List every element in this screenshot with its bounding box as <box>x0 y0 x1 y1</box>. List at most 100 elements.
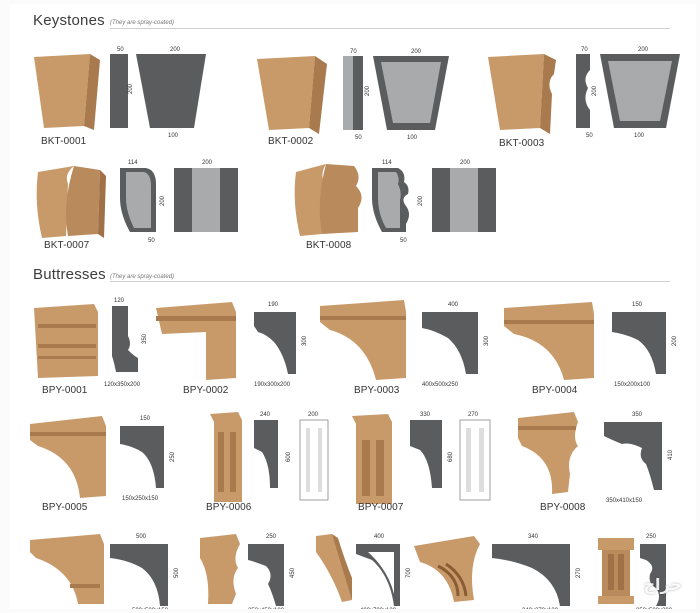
svg-text:340x270x130: 340x270x130 <box>522 608 559 609</box>
svg-text:200: 200 <box>411 49 422 55</box>
svg-text:200: 200 <box>202 160 213 166</box>
keystones-rule <box>110 28 670 29</box>
bkt-0007-drawing: 114 200 200 50 <box>120 160 238 244</box>
svg-text:270: 270 <box>576 567 582 578</box>
svg-text:350: 350 <box>632 412 643 418</box>
bpy-0002-drawing: 190 300 190x300x200 <box>254 302 308 388</box>
svg-text:340: 340 <box>528 534 539 540</box>
bpy-0001-drawing: 120 350 120x350x200 <box>104 298 148 388</box>
svg-text:150x250x150: 150x250x150 <box>122 496 159 502</box>
bpy-0007-code: BPY-0007 <box>358 502 404 513</box>
watermark: حراج <box>643 577 682 594</box>
bkt-0001-dim-c: 200 <box>128 83 134 94</box>
bkt-0001-photo <box>34 54 100 130</box>
svg-text:400x700x120: 400x700x120 <box>360 608 397 609</box>
svg-text:200: 200 <box>672 335 678 346</box>
bpy-0007-photo <box>352 414 392 504</box>
svg-text:350x410x150: 350x410x150 <box>606 498 643 504</box>
bkt-0003-code: BKT-0003 <box>499 138 545 149</box>
svg-text:150x200x100: 150x200x100 <box>614 382 651 388</box>
svg-text:500: 500 <box>174 567 180 578</box>
bpy-0003-drawing: 400 300 400x500x250 <box>422 302 490 388</box>
svg-text:400x500x250: 400x500x250 <box>422 382 459 388</box>
svg-text:114: 114 <box>382 160 392 166</box>
svg-text:200: 200 <box>160 195 166 206</box>
svg-text:150: 150 <box>140 416 151 422</box>
svg-text:350: 350 <box>142 333 148 344</box>
item-12-photo <box>414 536 480 602</box>
svg-text:250: 250 <box>266 534 277 540</box>
bpy-0002-photo <box>156 302 236 380</box>
svg-text:240: 240 <box>260 412 271 418</box>
svg-text:700: 700 <box>406 567 412 578</box>
svg-text:70: 70 <box>350 49 357 55</box>
svg-text:114: 114 <box>128 160 138 166</box>
catalog-page: Keystones (They are spray-coated) 50 200… <box>10 4 696 609</box>
svg-text:70: 70 <box>581 47 588 53</box>
bpy-0008-photo <box>518 412 578 494</box>
item-11-drawing: 400 700 400x700x120 <box>356 534 412 609</box>
bpy-0003-code: BPY-0003 <box>354 385 400 396</box>
bpy-0007-drawing: 330 270 680 <box>410 412 491 501</box>
bpy-0005-code: BPY-0005 <box>42 502 88 513</box>
svg-text:300: 300 <box>484 335 490 346</box>
svg-text:50: 50 <box>148 238 155 244</box>
svg-text:410: 410 <box>668 449 674 460</box>
bkt-0003-photo <box>488 54 556 134</box>
bpy-0001-photo <box>34 304 98 378</box>
svg-text:270: 270 <box>468 412 479 418</box>
buttresses-note: (They are spray-coated) <box>110 274 175 280</box>
bpy-0002-code: BPY-0002 <box>183 385 229 396</box>
buttresses-rule <box>110 281 670 282</box>
svg-text:250x450x180: 250x450x180 <box>248 608 285 609</box>
item-9-photo <box>30 534 104 604</box>
item-12-drawing: 340 270 340x270x130 <box>492 534 582 609</box>
bkt-0002-drawing: 70 200 200 50 100 <box>343 49 449 141</box>
buttresses-title: Buttresses <box>33 266 106 283</box>
svg-text:680: 680 <box>448 451 454 462</box>
keystones-note: (They are spray-coated) <box>110 20 175 26</box>
item-10-drawing: 250 450 250x450x180 <box>248 534 296 609</box>
svg-text:500x500x150: 500x500x150 <box>132 608 169 609</box>
bpy-0008-drawing: 350 410 350x410x150 <box>604 412 674 504</box>
bpy-0003-photo <box>320 300 406 380</box>
bkt-0008-code: BKT-0008 <box>306 240 352 251</box>
svg-text:190: 190 <box>268 302 279 308</box>
svg-text:200: 200 <box>460 160 471 166</box>
item-13-photo <box>598 538 634 604</box>
bpy-0004-drawing: 150 200 150x200x100 <box>612 302 678 388</box>
bpy-0004-code: BPY-0004 <box>532 385 578 396</box>
svg-text:250: 250 <box>170 451 176 462</box>
bpy-0005-photo <box>30 416 106 498</box>
bkt-0001-dim-b: 200 <box>170 47 181 53</box>
svg-text:400: 400 <box>374 534 385 540</box>
bpy-0006-code: BPY-0006 <box>206 502 252 513</box>
svg-text:50: 50 <box>400 238 407 244</box>
svg-text:330: 330 <box>420 412 431 418</box>
keystones-title: Keystones <box>33 12 105 29</box>
svg-text:120: 120 <box>114 298 125 304</box>
bkt-0008-drawing: 114 200 200 50 <box>372 160 496 244</box>
svg-text:200: 200 <box>365 85 371 96</box>
svg-text:600: 600 <box>286 451 292 462</box>
svg-text:250x500x200: 250x500x200 <box>636 608 673 609</box>
bkt-0007-photo <box>36 166 106 238</box>
svg-text:200: 200 <box>418 195 424 206</box>
bkt-0008-photo <box>294 164 362 236</box>
bkt-0007-code: BKT-0007 <box>44 240 90 251</box>
bpy-0008-code: BPY-0008 <box>540 502 586 513</box>
svg-text:500: 500 <box>136 534 147 540</box>
bpy-0004-photo <box>504 302 594 380</box>
svg-text:200: 200 <box>592 85 598 96</box>
bpy-0005-drawing: 150 250 150x250x150 <box>120 416 176 502</box>
item-13-drawing: 250 250x500x200 <box>636 534 673 609</box>
bkt-0001-drawing: 50 200 200 100 <box>110 47 206 139</box>
svg-text:400: 400 <box>448 302 459 308</box>
svg-text:300: 300 <box>302 335 308 346</box>
svg-text:100: 100 <box>407 135 418 141</box>
svg-text:200: 200 <box>308 412 319 418</box>
bpy-0006-drawing: 240 200 600 <box>254 412 329 501</box>
bpy-0001-code: BPY-0001 <box>42 385 88 396</box>
svg-text:190x300x200: 190x300x200 <box>254 382 291 388</box>
item-11-photo <box>316 534 352 602</box>
